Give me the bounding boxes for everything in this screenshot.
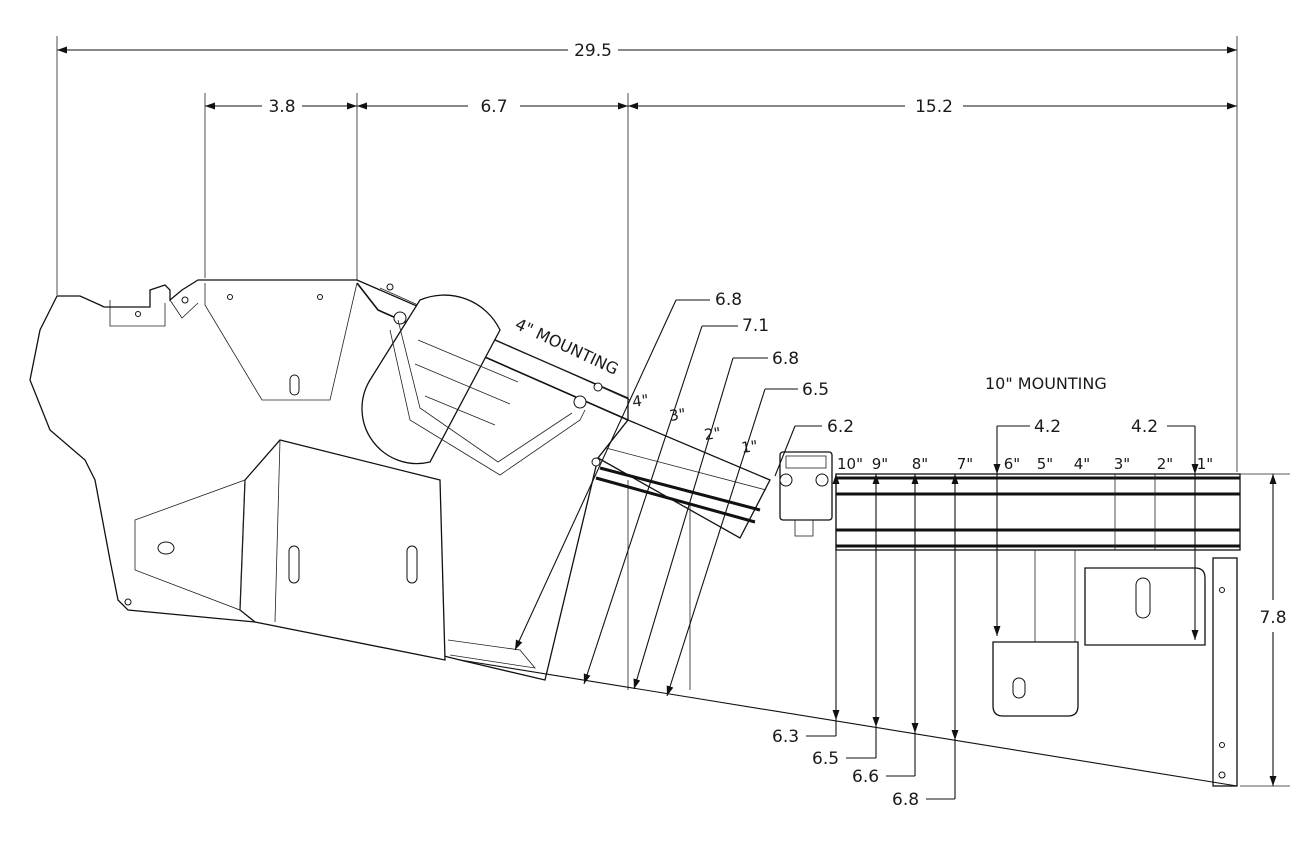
angled-dimension-3: 6.8 <box>633 349 799 690</box>
dim-label-height: 7.8 <box>1259 608 1286 628</box>
bottom-dim-label-2: 6.5 <box>812 749 839 769</box>
sensor-block <box>779 451 833 537</box>
four-pos-2: 2" <box>703 424 722 444</box>
ten-pos-3: 3" <box>1114 455 1130 473</box>
dimension-overall-length: 29.5 <box>57 41 1237 61</box>
ten-pos-5: 5" <box>1037 455 1053 473</box>
angled-dim-label-2: 7.1 <box>742 316 769 336</box>
four-pos-4: 4" <box>631 391 650 411</box>
ten-pos-8: 8" <box>912 455 928 473</box>
dimension-height: 7.8 <box>1259 474 1287 786</box>
dim-label-overall: 29.5 <box>574 41 612 61</box>
angled-dimension-1: 6.8 <box>514 290 742 651</box>
bottom-dim-label-4: 6.8 <box>892 790 919 810</box>
bottom-dimension-1: 6.3 <box>772 474 840 747</box>
dimension-segment-b: 6.7 <box>357 97 628 117</box>
bottom-dimension-3: 6.6 <box>852 474 919 787</box>
bottom-dim-label-3: 6.6 <box>852 767 879 787</box>
angled-dim-label-1: 6.8 <box>715 290 742 310</box>
ten-pos-10: 10" <box>837 455 863 473</box>
ten-inch-positions: 10" 9" 8" 7" 6" 5" 4" 3" 2" 1" <box>837 455 1213 473</box>
ten-pos-7: 7" <box>957 455 973 473</box>
dim-label-segment-a: 3.8 <box>268 97 295 117</box>
dim-label-segment-c: 15.2 <box>915 97 953 117</box>
dimension-segment-a: 3.8 <box>205 97 357 117</box>
extension-lines <box>56 36 1290 787</box>
angled-dimension-5: 6.2 <box>774 417 854 477</box>
bottom-dimension-2: 6.5 <box>812 474 880 769</box>
four-pos-3: 3" <box>668 405 687 425</box>
rail-four-inch <box>591 419 771 690</box>
four-pos-1: 1" <box>740 437 759 457</box>
angled-dim-label-5: 6.2 <box>827 417 854 437</box>
dim-label-segment-b: 6.7 <box>480 97 507 117</box>
angled-dim-label-4: 6.5 <box>802 380 829 400</box>
ten-pos-6: 6" <box>1004 455 1020 473</box>
reference-slope-line <box>459 659 1238 787</box>
angled-dimension-4: 6.5 <box>666 380 829 697</box>
span-dim-label-right: 4.2 <box>1131 417 1158 437</box>
bottom-dim-label-1: 6.3 <box>772 727 799 747</box>
ten-pos-9: 9" <box>872 455 888 473</box>
angled-dim-label-3: 6.8 <box>772 349 799 369</box>
four-inch-positions: 4" 3" 2" 1" <box>631 391 759 457</box>
dimension-segment-c: 15.2 <box>628 97 1237 117</box>
bottom-dimension-4: 6.8 <box>892 474 959 810</box>
span-dimension-right: 4.2 <box>1131 417 1199 640</box>
ten-pos-2: 2" <box>1157 455 1173 473</box>
label-ten-inch-mounting: 10" MOUNTING <box>985 374 1107 393</box>
rail-ten-inch <box>835 473 1241 787</box>
span-dimension-left: 4.2 <box>993 417 1061 636</box>
ten-pos-1: 1" <box>1197 455 1213 473</box>
angled-dimension-2: 7.1 <box>583 316 769 685</box>
span-dim-label-left: 4.2 <box>1034 417 1061 437</box>
housing-outline <box>29 279 631 681</box>
ten-pos-4: 4" <box>1074 455 1090 473</box>
